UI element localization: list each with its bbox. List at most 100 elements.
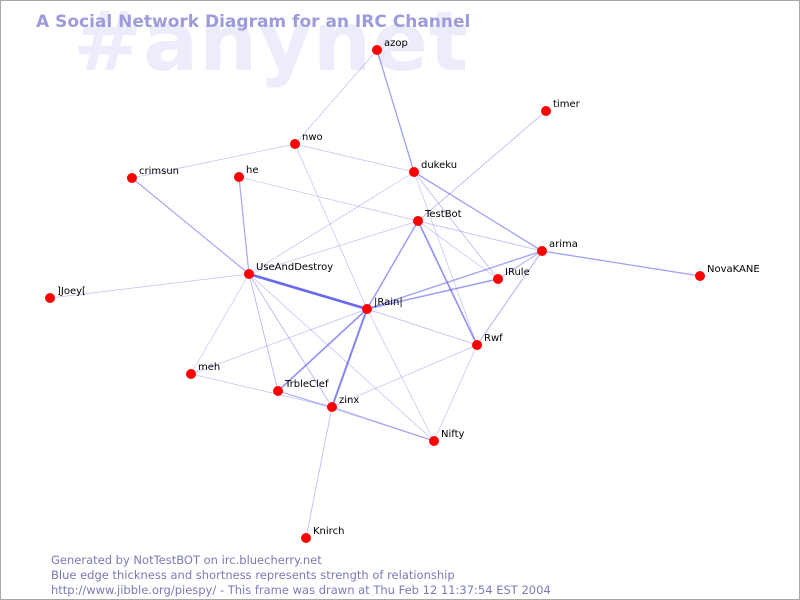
edge-UseAndDestroy-Rain	[247, 272, 369, 311]
node-label: crimsun	[139, 166, 179, 177]
edge-dukeku-Rwf	[413, 171, 478, 346]
node-dot	[244, 269, 254, 279]
node-nwo: nwo	[290, 132, 323, 149]
node-azop: azop	[372, 38, 408, 55]
node-label: IRule	[505, 267, 530, 278]
node-dot	[45, 293, 55, 303]
node-arima: arima	[537, 239, 578, 256]
node-crimsun: crimsun	[127, 166, 179, 183]
edge-zinx-Rwf	[331, 344, 478, 408]
edge-UseAndDestroy-Joey	[49, 273, 250, 299]
edge-Rain-TrbleClef	[277, 308, 368, 392]
edge-arima-Rwf	[476, 250, 543, 346]
edge-TrbleClef-Nifty	[277, 390, 435, 442]
edge-he-TestBot	[238, 176, 419, 222]
node-dot	[409, 167, 419, 177]
node-label: Nifty	[441, 429, 465, 440]
node-dot	[186, 369, 196, 379]
node-label: NovaKANE	[707, 264, 760, 275]
edge-TestBot-arima	[417, 220, 543, 252]
node-NovaKANE: NovaKANE	[695, 264, 760, 281]
node-Rain: |Rain|	[362, 297, 403, 314]
footer-legend-note: Blue edge thickness and shortness repres…	[51, 568, 455, 582]
edge-Rain-IRule	[366, 278, 499, 310]
node-label: TrbleClef	[284, 379, 329, 390]
edge-arima-NovaKANE	[541, 250, 701, 277]
node-Joey: ]Joey[	[45, 286, 86, 303]
node-Rwf: Rwf	[472, 333, 503, 350]
node-dot	[301, 533, 311, 543]
node-dot	[327, 402, 337, 412]
node-dukeku: dukeku	[409, 160, 457, 177]
footer-generated-by: Generated by NotTestBOT on irc.bluecherr…	[51, 553, 322, 567]
node-dot	[541, 106, 551, 116]
node-label: Rwf	[484, 333, 503, 344]
node-UseAndDestroy: UseAndDestroy	[244, 262, 333, 279]
edge-UseAndDestroy-crimsun	[131, 177, 250, 275]
node-label: arima	[549, 239, 578, 250]
channel-watermark: #anynet	[73, 0, 470, 90]
edge-zinx-Knirch	[305, 406, 333, 539]
node-label: azop	[384, 38, 408, 49]
edge-UseAndDestroy-Nifty	[248, 273, 435, 442]
edge-Rwf-Nifty	[433, 344, 478, 442]
edge-Rain-Nifty	[366, 308, 435, 442]
node-dot	[695, 271, 705, 281]
node-meh: meh	[186, 362, 220, 379]
edge-Rain-TestBot	[366, 220, 419, 310]
node-label: ]Joey[	[57, 286, 86, 297]
edge-Rain-zinx	[331, 308, 368, 408]
node-TrbleClef: TrbleClef	[273, 379, 329, 396]
edge-nwo-crimsun	[131, 143, 296, 179]
node-label: timer	[553, 99, 581, 110]
edge-UseAndDestroy-TrbleClef	[248, 273, 279, 392]
node-dot	[493, 274, 503, 284]
edge-dukeku-IRule	[413, 171, 499, 280]
edge-azop-dukeku	[376, 49, 415, 173]
node-label: zinx	[339, 395, 359, 406]
node-dot	[537, 246, 547, 256]
diagram-title: A Social Network Diagram for an IRC Chan…	[36, 12, 471, 32]
node-dot	[234, 172, 244, 182]
node-he: he	[234, 165, 259, 182]
node-dot	[429, 436, 439, 446]
footer-frame-info: http://www.jibble.org/piespy/ - This fra…	[51, 583, 551, 597]
edge-TrbleClef-zinx	[277, 390, 333, 408]
edge-UseAndDestroy-zinx	[248, 273, 333, 408]
edge-UseAndDestroy-meh	[190, 273, 250, 375]
edge-zinx-Nifty	[331, 406, 435, 442]
node-label: UseAndDestroy	[256, 262, 333, 273]
node-label: TestBot	[424, 209, 462, 220]
edge-nwo-Rain	[294, 143, 368, 310]
edge-UseAndDestroy-TestBot	[248, 220, 419, 275]
node-Knirch: Knirch	[301, 526, 344, 543]
edge-meh-zinx	[190, 373, 333, 408]
edge-layer	[49, 49, 701, 539]
footer: Generated by NotTestBOT on irc.bluecherr…	[51, 553, 551, 598]
node-label: |Rain|	[374, 297, 403, 308]
node-label: dukeku	[421, 160, 457, 171]
node-TestBot: TestBot	[413, 209, 462, 226]
node-dot	[127, 173, 137, 183]
node-Nifty: Nifty	[429, 429, 465, 446]
node-dot	[413, 216, 423, 226]
edge-Rain-Rwf	[366, 308, 478, 346]
node-dot	[362, 304, 372, 314]
node-label: nwo	[302, 132, 323, 143]
node-label: Knirch	[313, 526, 344, 537]
edge-Rain-meh	[190, 308, 368, 375]
edge-dukeku-arima	[413, 171, 543, 252]
node-dot	[372, 45, 382, 55]
edge-arima-IRule	[497, 250, 543, 280]
edge-nwo-dukeku	[294, 143, 415, 173]
edge-TestBot-timer	[417, 110, 547, 222]
node-label: he	[246, 165, 259, 176]
node-dot	[290, 139, 300, 149]
edge-UseAndDestroy-dukeku	[248, 171, 415, 275]
node-timer: timer	[541, 99, 581, 116]
node-zinx: zinx	[327, 395, 359, 412]
edge-UseAndDestroy-he	[238, 176, 250, 275]
